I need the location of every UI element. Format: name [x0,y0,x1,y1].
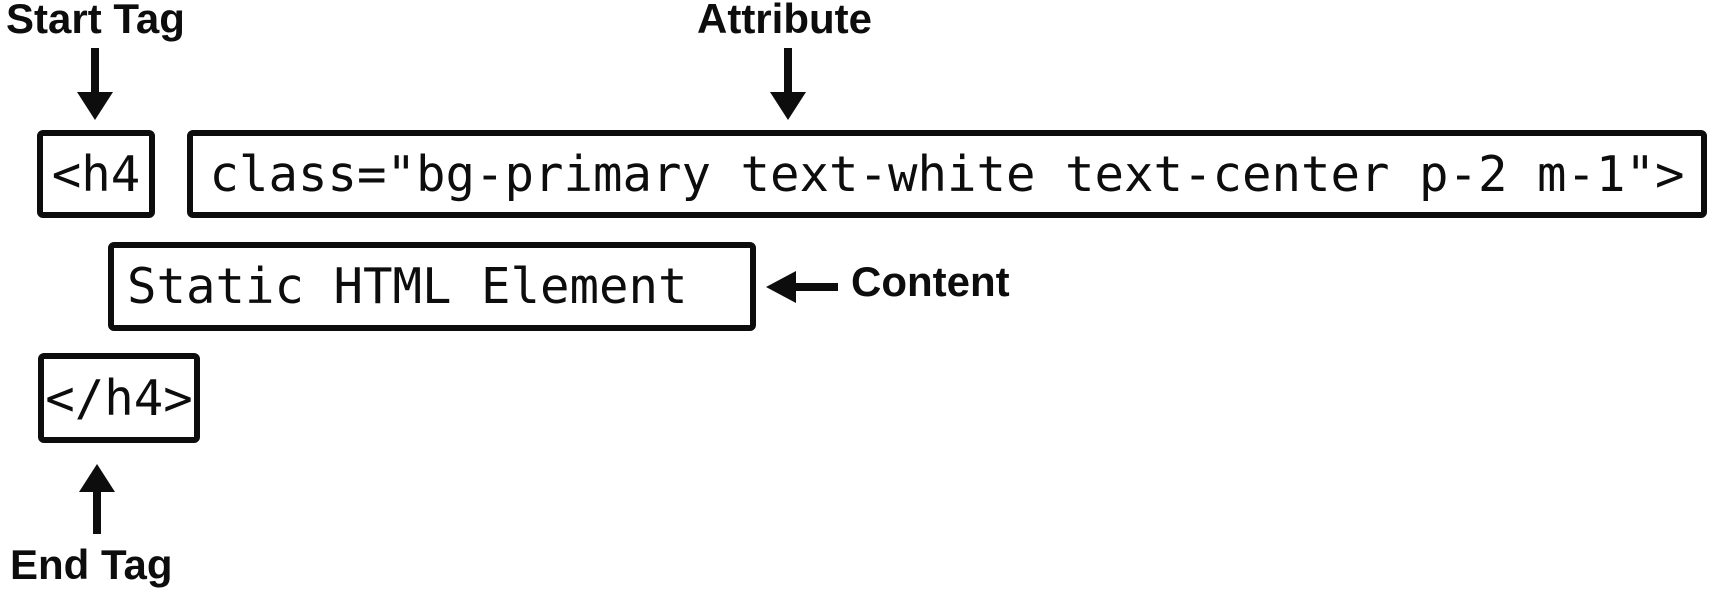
start-tag-code-box: <h4 [37,130,155,218]
end-tag-label: End Tag [10,541,173,588]
start-tag-down-arrow-icon [77,48,113,120]
end-tag-up-arrow-icon [79,464,115,534]
start-tag-code: <h4 [51,145,141,203]
attribute-code: class="bg-primary text-white text-center… [209,145,1685,203]
content-left-arrow-icon [766,269,838,305]
content-code-box: Static HTML Element [108,242,756,331]
attribute-label: Attribute [697,0,872,42]
end-tag-code-box: </h4> [38,353,200,443]
content-text: Static HTML Element [127,258,688,315]
attribute-code-box: class="bg-primary text-white text-center… [187,130,1707,218]
attribute-down-arrow-icon [770,48,806,120]
content-label: Content [851,258,1010,305]
end-tag-code: </h4> [45,369,193,427]
start-tag-label: Start Tag [6,0,185,42]
